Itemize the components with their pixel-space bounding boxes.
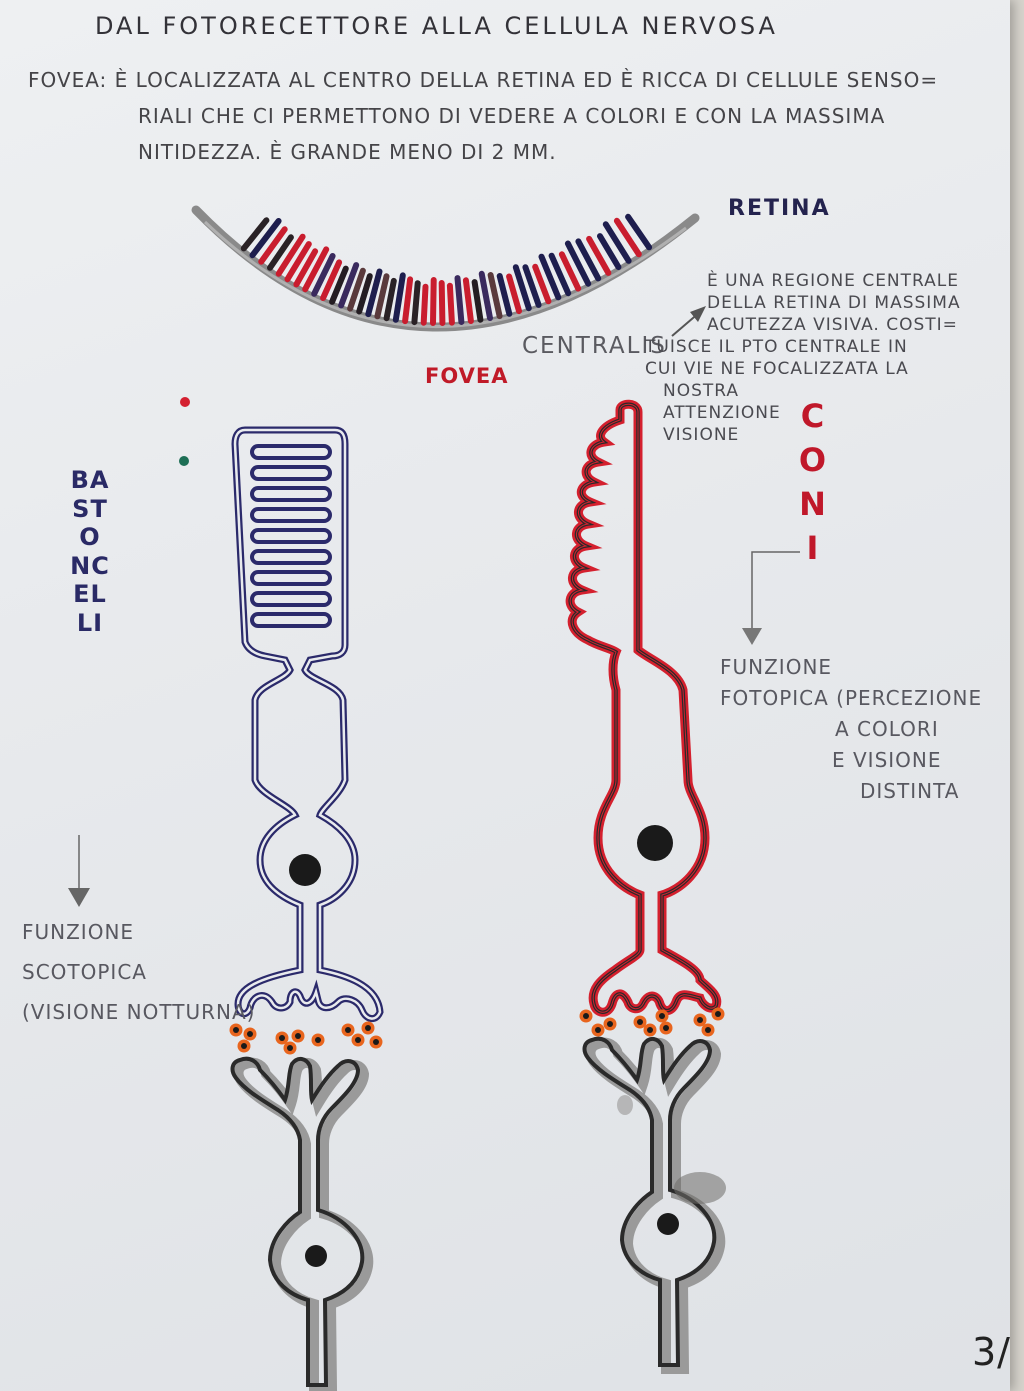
cones-function-line: E VISIONE <box>720 745 982 776</box>
retina-photoreceptor-strokes <box>244 217 649 323</box>
synapse-vesicle-core <box>697 1017 703 1023</box>
synapse-vesicle-core <box>595 1027 601 1033</box>
rods-function-line: SCOTOPICA <box>22 952 255 992</box>
cones-title: CONI <box>793 394 833 570</box>
photoreceptor-stroke <box>458 278 462 322</box>
photoreceptor-stroke <box>475 282 481 320</box>
green-dot <box>179 456 189 466</box>
rod-nucleus <box>289 854 321 886</box>
fovea-description-line: CUI VIE NE FOCALIZZATA LA <box>645 358 995 380</box>
rods-title: BASTONCELLI <box>70 466 110 638</box>
cones-function-line: A COLORI <box>720 714 982 745</box>
intro-line-1: FOVEA: È LOCALIZZATA AL CENTRO DELLA RET… <box>28 62 938 98</box>
photoreceptor-stroke <box>433 280 434 323</box>
cones-function-text: FUNZIONE FOTOPICA (PERCEZIONE A COLORI E… <box>720 652 982 807</box>
cones-down-arrow <box>742 552 800 645</box>
photoreceptor-stroke <box>396 275 403 319</box>
synapse-vesicle-core <box>287 1045 293 1051</box>
synapse-vesicle-core <box>365 1025 371 1031</box>
intro-line-3: NITIDEZZA. È GRANDE MENO DI 2 MM. <box>28 134 938 170</box>
rod-discs <box>252 446 330 626</box>
synapse-vesicle-core <box>659 1013 665 1019</box>
cones-function-line: FOTOPICA (PERCEZIONE <box>720 683 982 714</box>
rod-disc <box>252 488 330 500</box>
photoreceptor-stroke <box>466 280 471 321</box>
rod-disc <box>252 467 330 479</box>
rods-function-line: FUNZIONE <box>22 912 255 952</box>
page-number: 3/ <box>972 1330 1011 1374</box>
synapse-vesicle-core <box>705 1027 711 1033</box>
rod-disc <box>252 551 330 563</box>
page-title: DAL FOTORECETTORE ALLA CELLULA NERVOSA <box>95 12 778 40</box>
synapse-vesicle-core <box>637 1019 643 1025</box>
fovea-description-line: ACUTEZZA VISIVA. COSTI= <box>645 314 995 336</box>
cone-nucleus <box>637 825 673 861</box>
cone-cell <box>570 404 724 1036</box>
rod-disc <box>252 509 330 521</box>
synapse-vesicle-core <box>607 1021 613 1027</box>
photoreceptor-stroke <box>450 286 452 323</box>
synapse-vesicle-core <box>315 1037 321 1043</box>
cone-ganglion-nucleus <box>657 1213 679 1235</box>
cones-function-line: FUNZIONE <box>720 652 982 683</box>
rod-ganglion-nucleus <box>305 1245 327 1267</box>
rod-disc <box>252 593 330 605</box>
fovea-description-line: È UNA REGIONE CENTRALE <box>645 270 995 292</box>
fovea-label: FOVEA <box>425 364 508 388</box>
synapse-vesicle-core <box>583 1013 589 1019</box>
photoreceptor-stroke <box>414 283 417 322</box>
rods-function-text: FUNZIONE SCOTOPICA (VISIONE NOTTURNA) <box>22 912 255 1032</box>
fovea-description-line: DELLA RETINA DI MASSIMA <box>645 292 995 314</box>
synapse-vesicle-core <box>345 1027 351 1033</box>
photoreceptor-stroke <box>442 283 443 323</box>
photoreceptor-stroke <box>261 229 285 261</box>
cones-function-line: DISTINTA <box>720 776 982 807</box>
synapse-vesicle-core <box>355 1037 361 1043</box>
synapse-vesicle-core <box>647 1027 653 1033</box>
synapse-vesicle-core <box>241 1043 247 1049</box>
rods-down-arrow <box>68 835 90 907</box>
rods-function-line: (VISIONE NOTTURNA) <box>22 992 255 1032</box>
fovea-intro-text: FOVEA: È LOCALIZZATA AL CENTRO DELLA RET… <box>28 62 938 170</box>
photoreceptor-stroke <box>405 279 410 321</box>
ink-stain-small <box>617 1095 633 1115</box>
synapse-vesicle-core <box>373 1039 379 1045</box>
retina-label: RETINA <box>728 196 831 221</box>
ink-stain <box>674 1172 726 1204</box>
rod-disc <box>252 446 330 458</box>
photoreceptor-stroke <box>387 281 394 318</box>
synapse-vesicle-core <box>279 1035 285 1041</box>
fovea-description-line: TUISCE IL PTO CENTRALE IN <box>645 336 995 358</box>
rod-disc <box>252 572 330 584</box>
rod-disc <box>252 530 330 542</box>
synapse-vesicle-core <box>663 1025 669 1031</box>
red-dot <box>180 397 190 407</box>
rod-ganglion-cell <box>233 1059 369 1389</box>
synapse-vesicle-core <box>715 1011 721 1017</box>
photoreceptor-stroke <box>424 287 426 323</box>
intro-line-2: RIALI CHE CI PERMETTONO DI VEDERE A COLO… <box>28 98 938 134</box>
rod-disc <box>252 614 330 626</box>
synapse-vesicle-core <box>295 1033 301 1039</box>
